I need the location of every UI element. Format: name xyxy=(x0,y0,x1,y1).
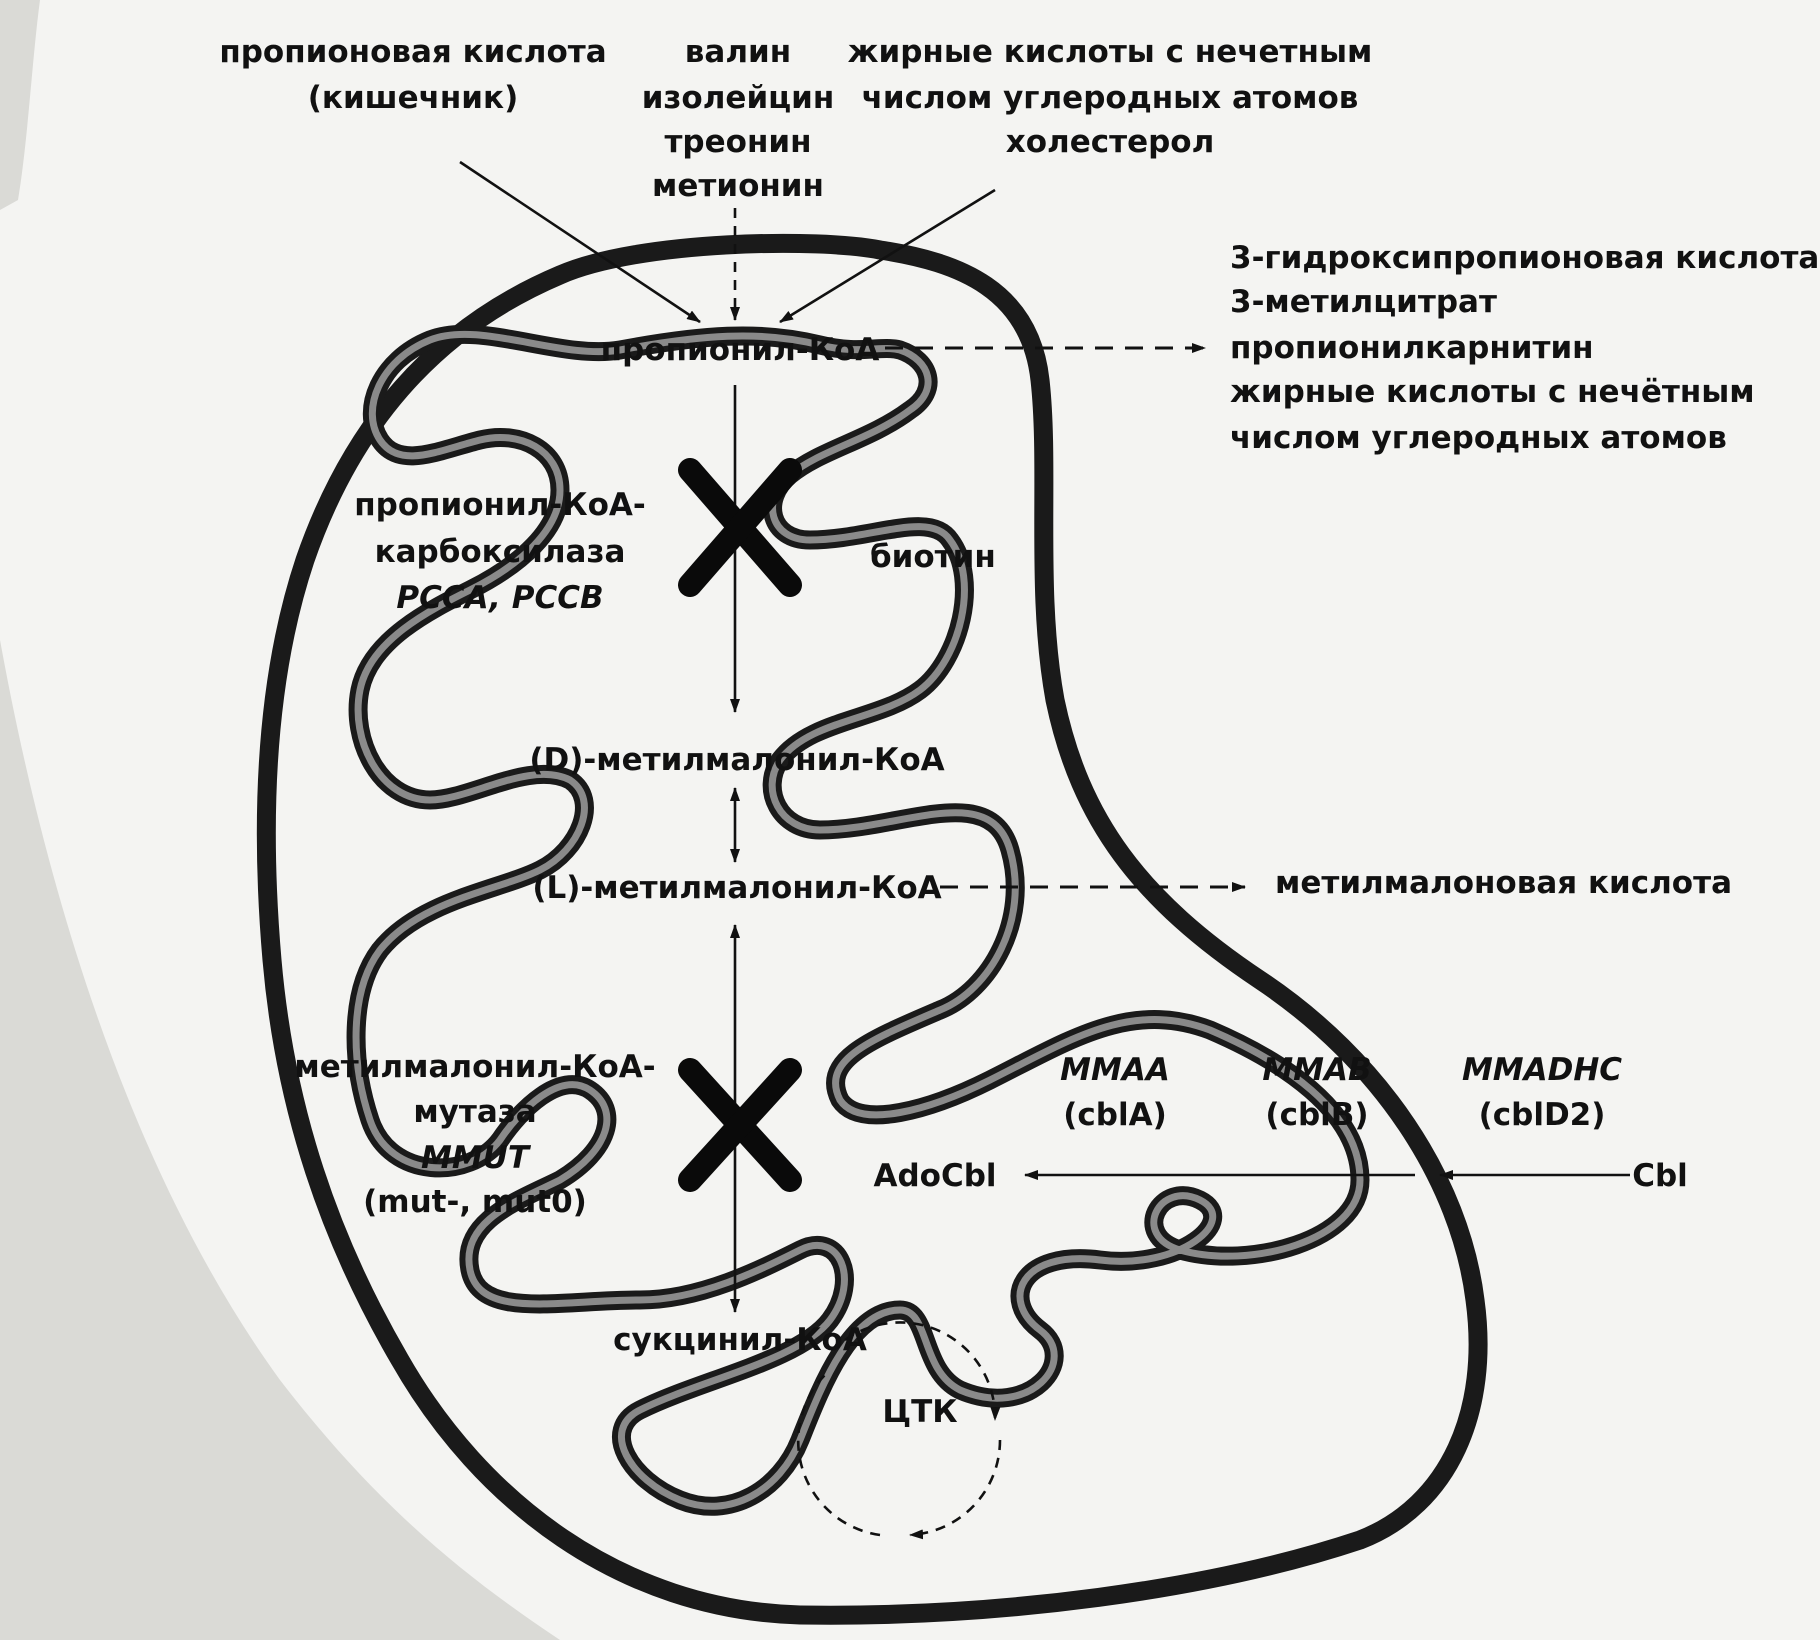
label-mmadhc: MMADHC xyxy=(1462,1052,1622,1088)
label-cbl: Cbl xyxy=(1632,1158,1688,1194)
label-mmut-2: мутаза xyxy=(413,1094,536,1130)
label-propionylcarnitine: пропионилкарнитин xyxy=(1230,330,1594,366)
label-3-hydroxypropionic-acid: 3-гидроксипропионовая кислота xyxy=(1230,240,1819,276)
label-3-methylcitrate: 3-метилцитрат xyxy=(1230,284,1497,320)
label-odd-fatty-acids-2: числом углеродных атомов xyxy=(862,80,1359,116)
label-d-methylmalonyl-coa: (D)-метилмалонил-КоА xyxy=(529,742,944,778)
label-mmut-subtypes: (mut-, mut0) xyxy=(363,1184,587,1220)
label-cbla: (cblA) xyxy=(1063,1097,1167,1133)
label-tca: ЦТК xyxy=(882,1394,957,1430)
label-odd-fatty-acids-out-2: числом углеродных атомов xyxy=(1230,420,1727,456)
label-mmab: MMAB xyxy=(1262,1052,1371,1088)
label-methylmalonic-acid: метилмалоновая кислота xyxy=(1275,865,1732,901)
label-odd-fatty-acids-out-1: жирные кислоты с нечётным xyxy=(1230,374,1755,410)
block-cross-pcc xyxy=(678,458,802,597)
arrow-propionic-acid xyxy=(459,160,701,324)
label-propionic-acid-1: пропионовая кислота xyxy=(219,34,606,70)
tca-cycle-arrows xyxy=(796,1321,1002,1540)
label-odd-fatty-acids-1: жирные кислоты с нечетным xyxy=(848,34,1373,70)
label-mmut-gene: MMUT xyxy=(421,1140,532,1176)
label-cholesterol: холестерол xyxy=(1006,124,1215,160)
label-mmaa: MMAA xyxy=(1060,1052,1170,1088)
label-biotin: биотин xyxy=(870,539,996,575)
label-adocbl: AdoCbl xyxy=(873,1158,996,1194)
cell-wall-top xyxy=(0,0,40,210)
label-pcc-genes: PCCA, PCCB xyxy=(396,580,603,616)
inner-membrane-core xyxy=(352,330,1364,1510)
outer-membrane xyxy=(256,233,1488,1625)
label-cblb: (cblB) xyxy=(1265,1097,1368,1133)
label-cbld2: (cblD2) xyxy=(1479,1097,1606,1133)
arrow-odd-fatty-acids xyxy=(779,188,996,324)
label-pcc-2: карбоксилаза xyxy=(375,534,626,570)
label-methionine: метионин xyxy=(652,168,824,204)
label-threonine: треонин xyxy=(664,124,811,160)
label-l-methylmalonyl-coa: (L)-метилмалонил-КоА xyxy=(532,870,941,906)
label-succinyl-coa: сукцинил-КоА xyxy=(613,1322,867,1358)
label-propionyl-coa: пропионил-КоА xyxy=(601,332,880,368)
label-pcc-1: пропионил-КоА- xyxy=(354,487,646,523)
label-mmut-1: метилмалонил-КоА- xyxy=(294,1049,655,1085)
block-cross-mmut xyxy=(678,1058,802,1192)
label-propionic-acid-2: (кишечник) xyxy=(308,80,519,116)
label-isoleucine: изолейцин xyxy=(642,80,835,116)
label-valine: валин xyxy=(685,34,791,70)
cell-wall xyxy=(0,640,560,1640)
